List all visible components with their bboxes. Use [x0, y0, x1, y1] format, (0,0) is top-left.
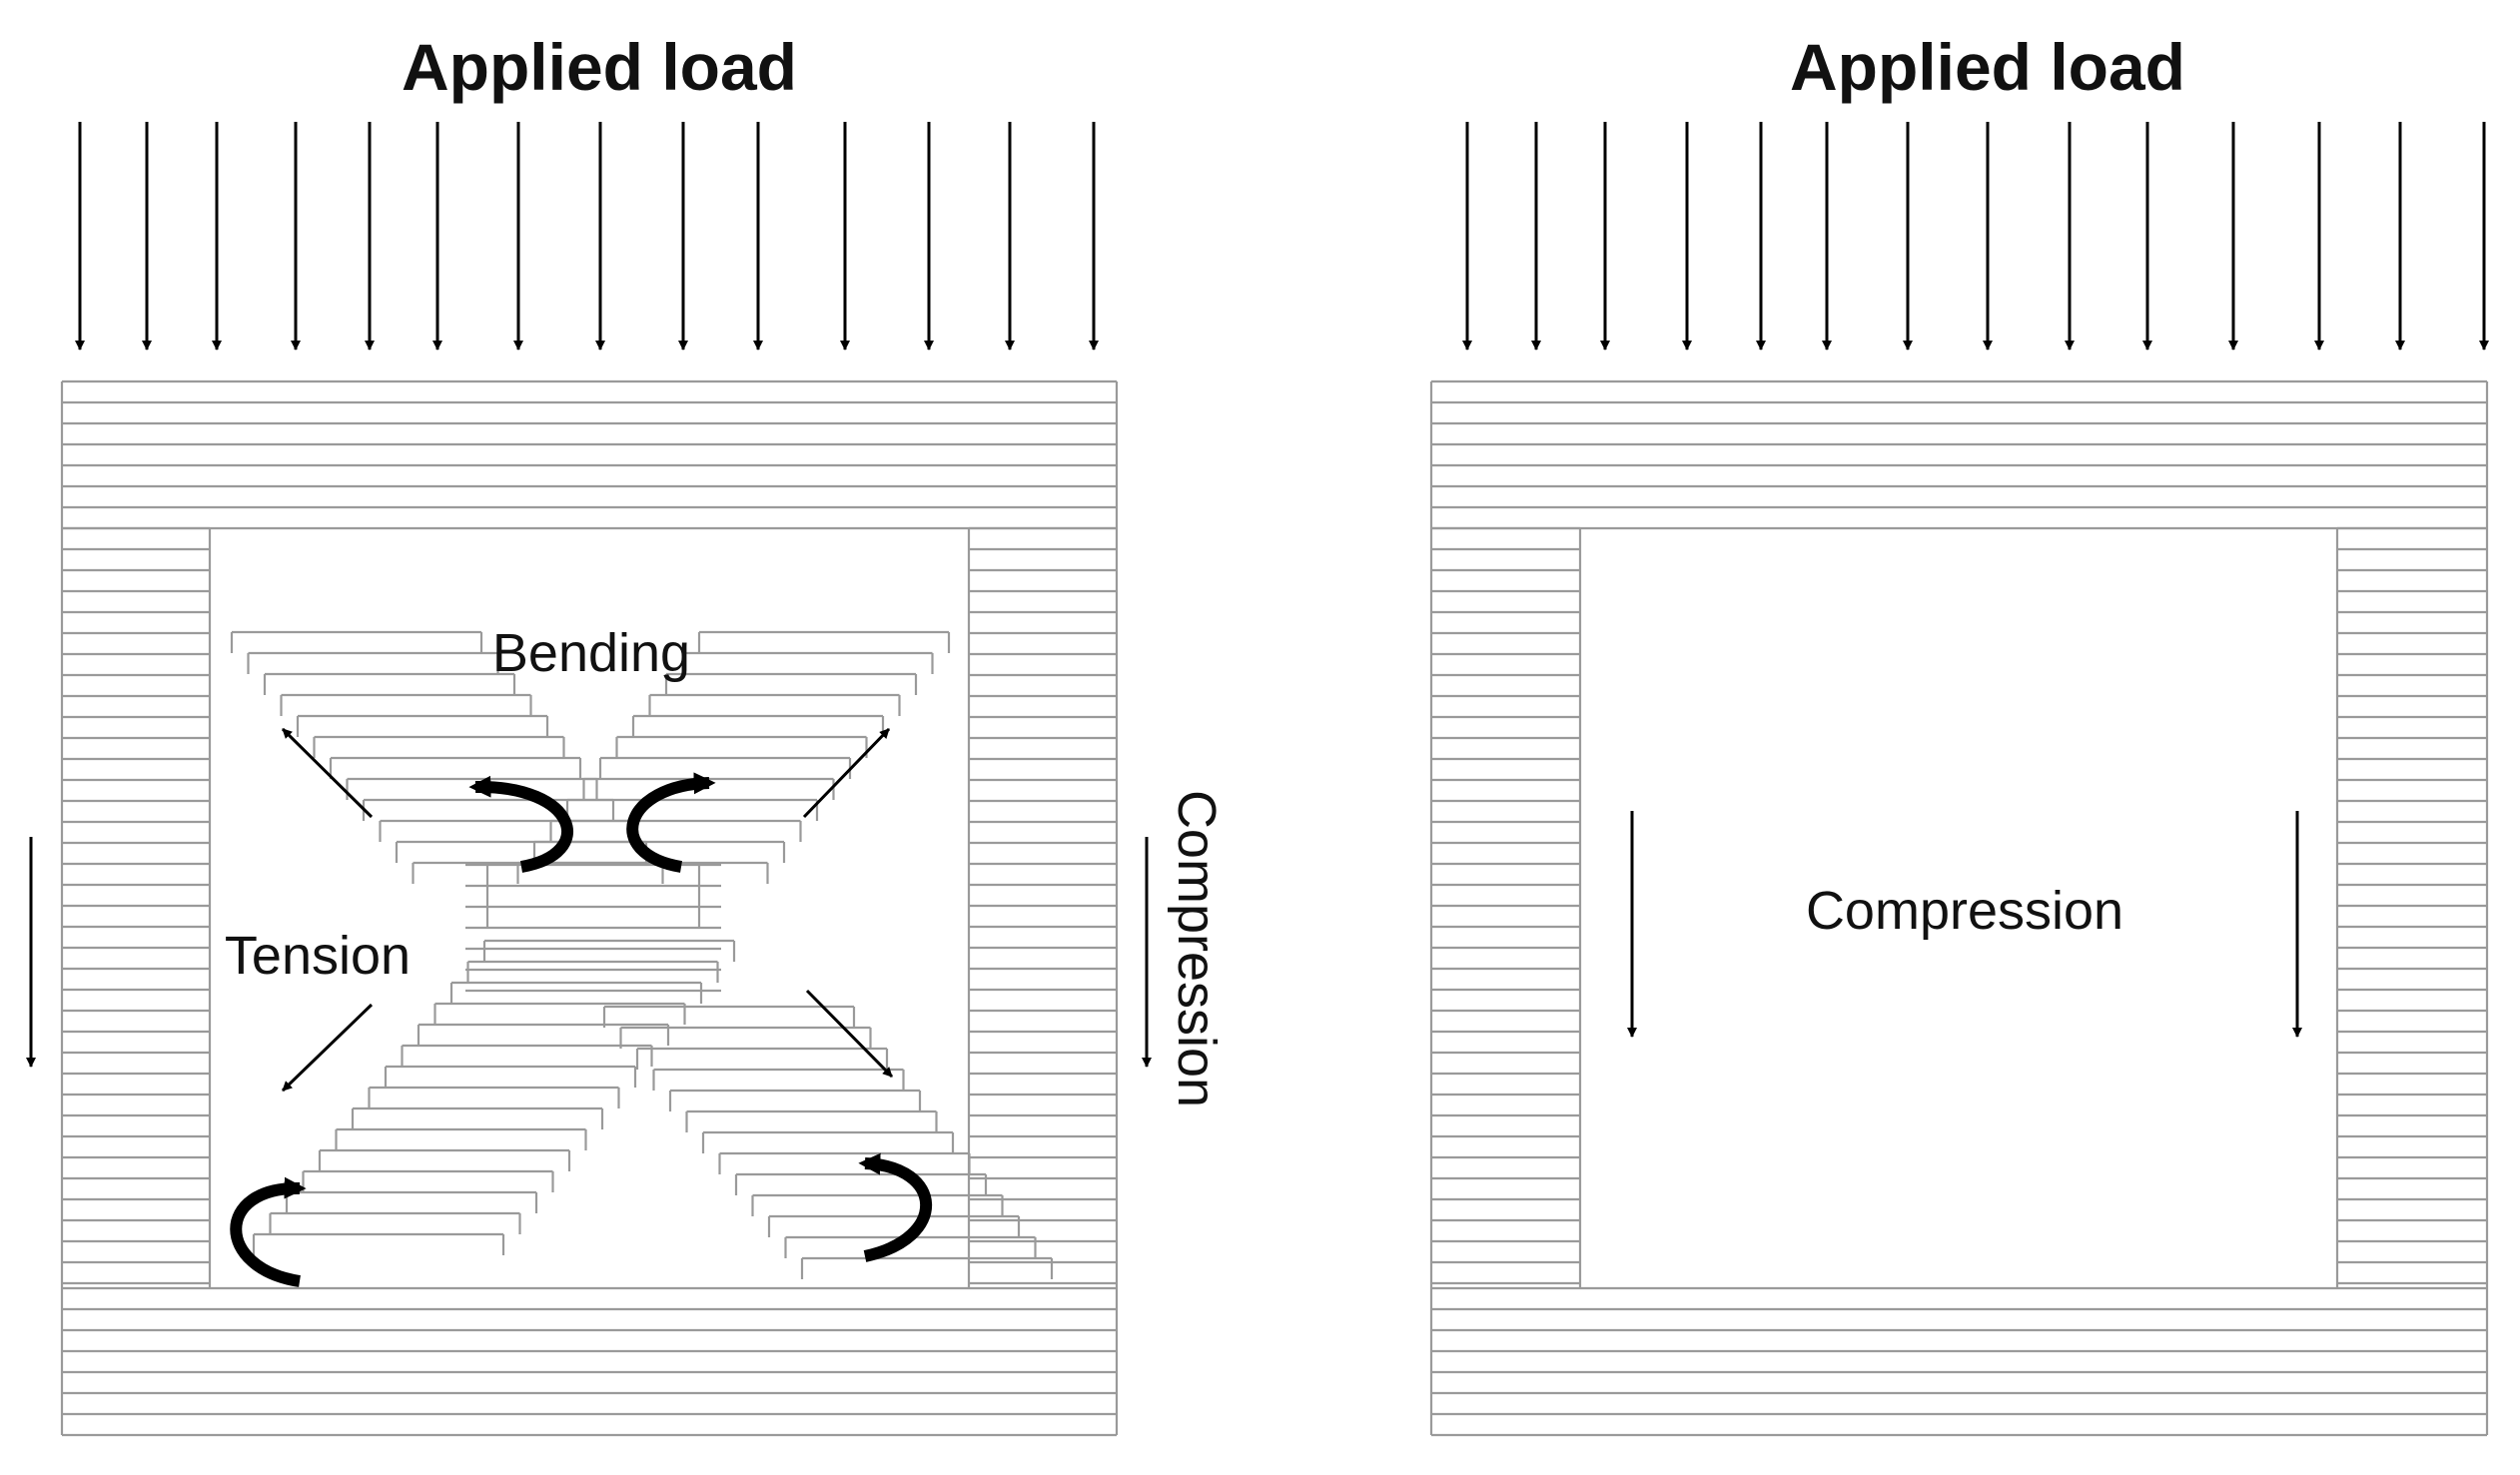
strut-upper-right: [516, 630, 951, 884]
bending-arrow-upper-right: [626, 772, 716, 873]
right-applied-load-arrows: [1462, 122, 2489, 351]
left-lattice-layers: [60, 379, 1119, 1437]
strut-lower-right: [602, 1005, 1054, 1279]
left-top-band: [60, 379, 1119, 530]
bending-arrow-lower-left: [230, 1176, 307, 1287]
left-right-wall: [967, 526, 1119, 1288]
tension-arrow-lower-right: [805, 989, 894, 1079]
right-bottom-band: [1429, 1286, 2489, 1437]
right-panel-title: Applied load: [1790, 30, 2185, 104]
right-lattice-layers: [1429, 379, 2489, 1437]
right-compression-label: Compression: [1806, 881, 2123, 941]
right-left-wall: [1429, 526, 1582, 1288]
tension-arrow-upper-left: [281, 727, 374, 819]
tension-arrow-upper-right: [802, 727, 891, 819]
left-left-wall: [60, 526, 212, 1288]
right-top-band: [1429, 379, 2489, 530]
strut-upper-left: [230, 630, 664, 884]
tension-arrow-lower-left: [281, 1003, 374, 1093]
left-compression-label: Compression: [1167, 790, 1227, 1107]
right-right-wall: [2335, 526, 2489, 1288]
bending-arrow-upper-left: [468, 775, 573, 873]
bending-arrow-lower-right: [858, 1152, 933, 1262]
bending-label: Bending: [492, 623, 690, 683]
left-applied-load-arrows: [75, 122, 1099, 351]
strut-lower-left: [252, 939, 736, 1255]
tension-label: Tension: [225, 926, 411, 986]
left-panel-title: Applied load: [402, 30, 797, 104]
left-bottom-band: [60, 1286, 1119, 1437]
